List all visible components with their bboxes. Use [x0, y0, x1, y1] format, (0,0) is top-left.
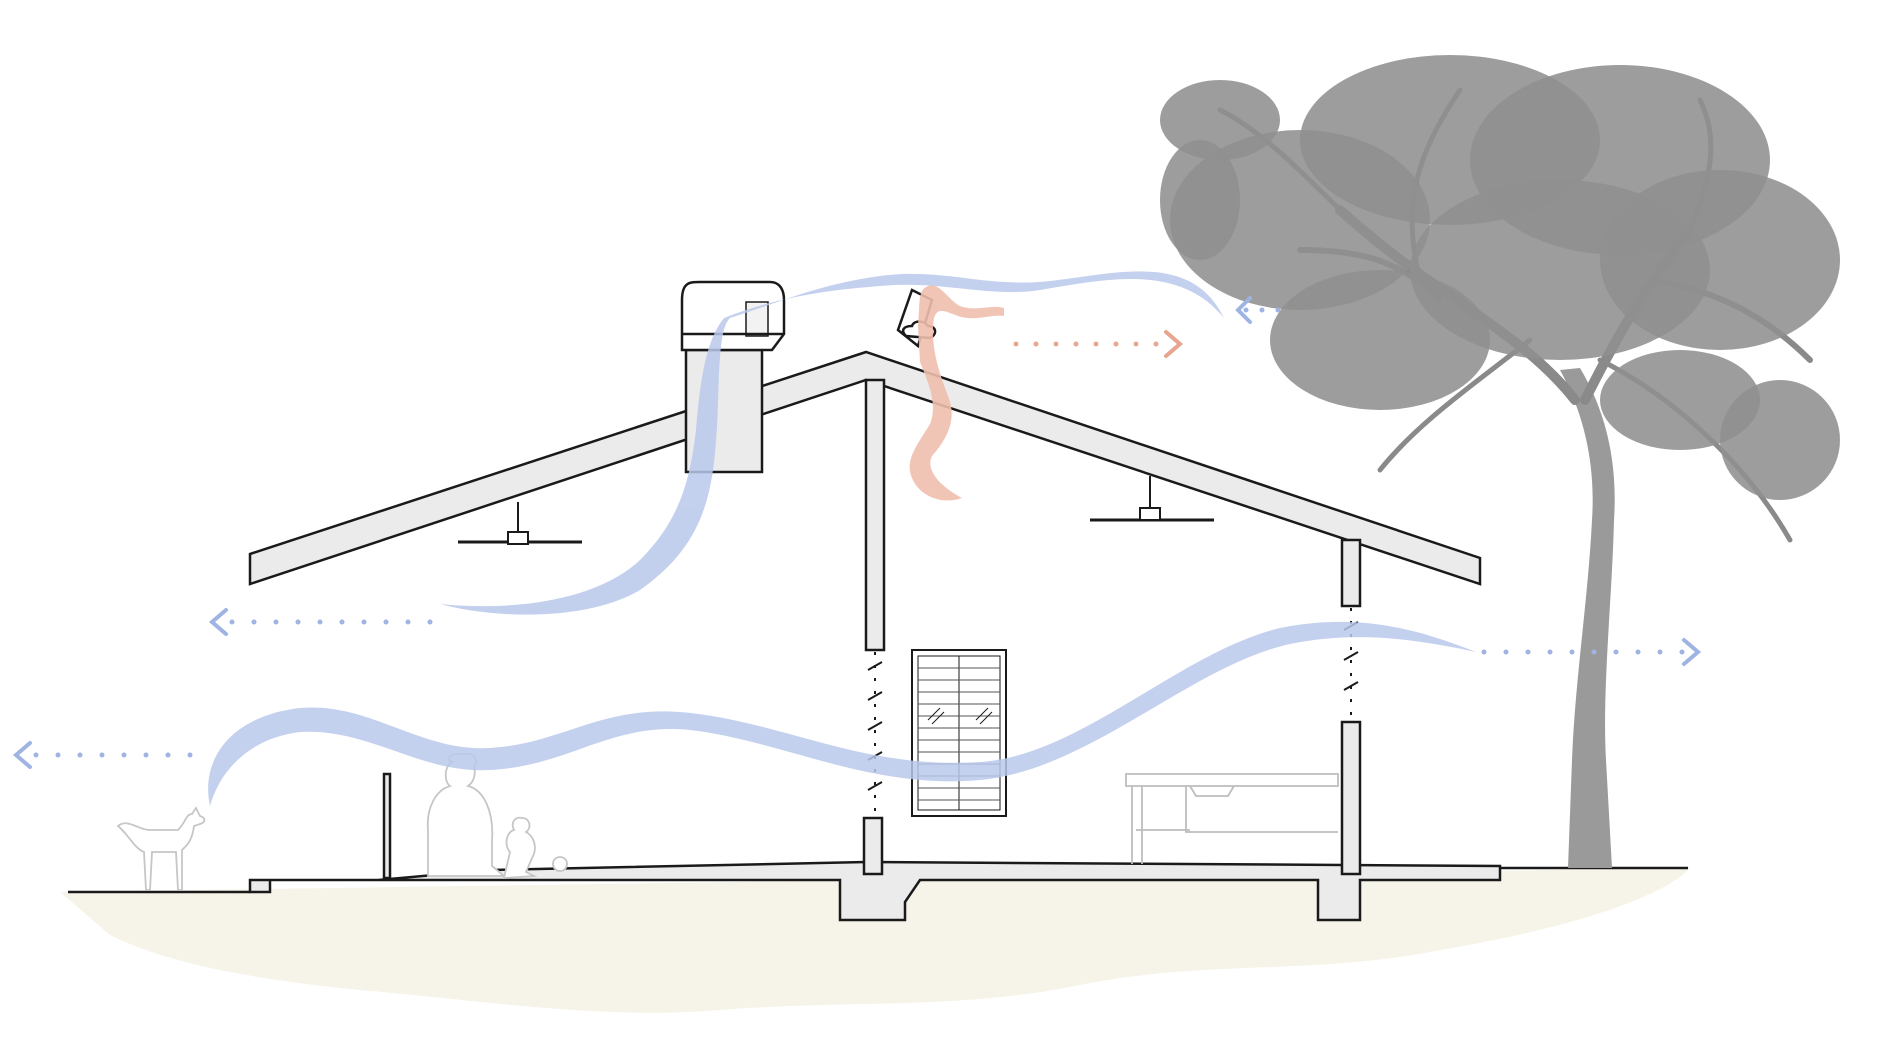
- ceiling-fans: [458, 476, 1214, 545]
- kitchen-bench: [1125, 773, 1339, 864]
- roof: [248, 350, 1482, 586]
- tree-trunk: [1560, 368, 1615, 868]
- garden-wall: [382, 772, 392, 880]
- arrow-right-exit: [1481, 638, 1702, 666]
- figures: [116, 753, 568, 891]
- cool-airflows: [208, 271, 1476, 806]
- central-wall-lower: [862, 816, 884, 876]
- right-wall-upper: [1340, 538, 1362, 608]
- eucalyptus-tree: [1160, 55, 1840, 868]
- ground-fill: [60, 868, 1690, 1013]
- arrow-breeze-from-tree: [1235, 296, 1281, 324]
- building-section: [248, 350, 1502, 922]
- child-figure: [502, 816, 538, 879]
- louvre-window: [911, 649, 1007, 817]
- dog-figure: [116, 806, 206, 891]
- arrow-lower-left: [12, 741, 193, 769]
- tree-canopy: [1160, 55, 1840, 500]
- arrow-upper-left: [208, 608, 433, 636]
- airflow-lower-ribbon: [208, 621, 1476, 806]
- adult-figure: [426, 753, 507, 877]
- arrow-warm-exhaust: [1013, 330, 1184, 358]
- ceiling-fan-right: [1090, 476, 1214, 522]
- toy-ball: [552, 856, 568, 872]
- airflow-arrows: [12, 296, 1702, 769]
- central-wall-upper: [864, 378, 886, 652]
- ceiling-fan-left: [458, 502, 582, 545]
- warm-airflow: [909, 285, 1004, 501]
- right-wall-lower: [1340, 720, 1362, 876]
- warm-plume: [909, 285, 1004, 501]
